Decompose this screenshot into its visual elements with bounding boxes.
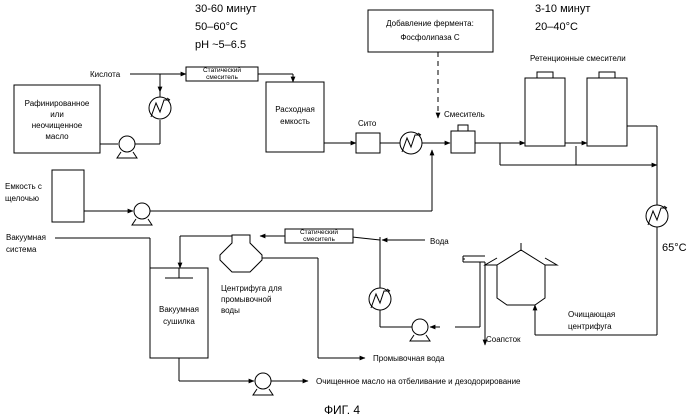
- svg-text:смеситель: смеситель: [206, 74, 238, 81]
- feed-tank-label-1: Расходная: [275, 105, 315, 114]
- pump-icon: [117, 136, 137, 158]
- mixer-label: Смеситель: [444, 110, 485, 119]
- acid-label: Кислота: [90, 70, 121, 79]
- conditions-ph-left: pH ~5–6.5: [195, 39, 246, 51]
- output-label: Очищенное масло на отбеливание и дезодор…: [316, 377, 521, 386]
- vacuum-system-label-2: система: [6, 245, 37, 254]
- centrifuge-icon: [485, 243, 557, 305]
- sieve: [356, 133, 380, 153]
- pump-icon: [410, 319, 430, 341]
- water-label: Вода: [430, 237, 449, 246]
- oil-tank: [14, 85, 100, 153]
- conditions-temp-left: 50–60°C: [195, 21, 238, 33]
- mixer: [451, 131, 475, 153]
- svg-text:смеситель: смеситель: [303, 236, 335, 243]
- enzyme-line2: Фосфолипаза С: [400, 33, 460, 42]
- sieve-label: Сито: [358, 119, 377, 128]
- vacuum-dryer-label-2: сушилка: [163, 317, 195, 326]
- oil-tank-label-1: Рафинированное: [25, 99, 90, 108]
- heat-exchanger-icon: [369, 288, 391, 310]
- heat-exchanger-icon: [646, 205, 668, 227]
- wash-water-label: Промывочная вода: [373, 354, 445, 363]
- oil-tank-label-2: или: [50, 110, 64, 119]
- retention-mixers-label: Ретенционные смесители: [530, 54, 626, 63]
- pump-icon: [132, 203, 152, 225]
- oil-tank-label-4: масло: [45, 132, 69, 141]
- centrifuge-wash-label-1: Центрифуга для: [221, 284, 282, 293]
- caustic-tank-label-2: щелочью: [5, 194, 39, 203]
- enzyme-line1: Добавление фермента:: [386, 19, 474, 28]
- centrifuge-wash-label-2: промывочной: [221, 295, 271, 304]
- cleaning-centrifuge-label-1: Очищающая: [568, 310, 615, 319]
- conditions-time-right: 3-10 минут: [535, 3, 590, 15]
- feed-tank-label-2: емкость: [280, 117, 310, 126]
- vacuum-system-label-1: Вакуумная: [6, 233, 46, 242]
- conditions-temp-right: 20–40°C: [535, 21, 578, 33]
- heat-exchanger-icon: [149, 97, 171, 119]
- centrifuge-wash-label-3: воды: [221, 306, 240, 315]
- retention-mixer-1: [525, 78, 565, 146]
- figure-caption: ФИГ. 4: [324, 403, 360, 417]
- cleaning-centrifuge-label-2: центрифуга: [568, 322, 612, 331]
- pump-icon: [253, 373, 273, 395]
- conditions-time-left: 30-60 минут: [195, 3, 257, 15]
- caustic-tank: [52, 170, 84, 222]
- centrifuge-icon: [220, 235, 262, 272]
- static-mixer-bottom-label: Статический: [300, 228, 338, 236]
- temp-65: 65°C: [662, 242, 687, 254]
- heat-exchanger-icon: [400, 132, 422, 154]
- static-mixer-top-label: Статический: [203, 66, 241, 74]
- vacuum-dryer-label-1: Вакуумная: [159, 305, 199, 314]
- caustic-tank-label-1: Емкость с: [5, 182, 42, 191]
- retention-mixer-2: [587, 78, 627, 146]
- soapstock-label: Соапсток: [486, 335, 521, 344]
- oil-tank-label-3: неочищенное: [32, 121, 83, 130]
- enzyme-addition-box: [368, 10, 493, 52]
